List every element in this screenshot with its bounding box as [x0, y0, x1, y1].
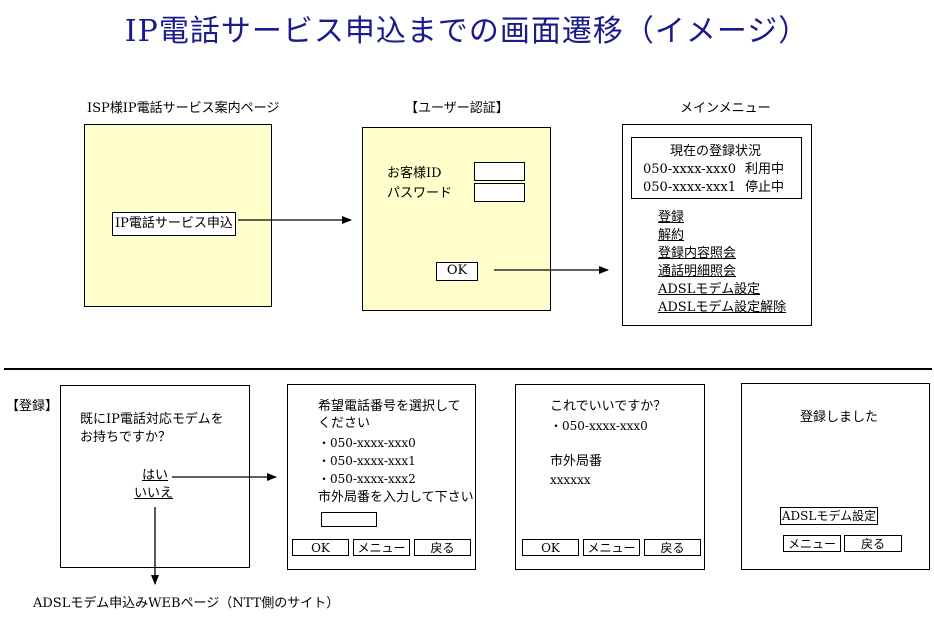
customer-id-input[interactable]	[474, 162, 525, 181]
confirm-number: ・050-xxxx-xxx0	[550, 419, 648, 433]
confirm-area-label: 市外局番	[550, 454, 603, 469]
confirm-menu-button[interactable]: メニュー	[583, 539, 640, 556]
number-option-2[interactable]: ・050-xxxx-xxx2	[318, 472, 416, 486]
status-state-0: 利用中	[745, 162, 785, 177]
number-option-1[interactable]: ・050-xxxx-xxx1	[318, 454, 416, 468]
menu-item-registration-inquiry[interactable]: 登録内容照会	[658, 246, 737, 261]
confirm-area-value: xxxxxx	[550, 473, 591, 487]
password-input[interactable]	[474, 183, 525, 202]
customer-id-label: お客様ID	[387, 166, 442, 181]
no-link[interactable]: いいえ	[134, 486, 174, 501]
menu-item-adsl-modem-setting[interactable]: ADSLモデム設定	[658, 282, 761, 297]
menu-item-register[interactable]: 登録	[658, 210, 685, 225]
registration-complete-message: 登録しました	[800, 410, 879, 425]
area-code-prompt: 市外局番を入力して下さい	[318, 490, 474, 505]
auth-caption: 【ユーザー認証】	[405, 101, 509, 116]
status-title: 現在の登録状況	[670, 144, 762, 159]
yes-link[interactable]: はい	[142, 468, 169, 483]
page-title: IP電話サービス申込までの画面遷移（イメージ）	[124, 14, 810, 49]
number-select-title-line2: ください	[318, 416, 371, 431]
status-number-1: 050-xxxx-xxx1	[643, 180, 736, 195]
adsl-modem-setting-button[interactable]: ADSLモデム設定	[780, 507, 878, 525]
password-label: パスワード	[387, 186, 453, 201]
adsl-modem-application-page-caption: ADSLモデム申込みWEBページ（NTT側のサイト）	[33, 596, 340, 611]
modem-question-line2: お持ちですか？	[80, 430, 172, 445]
confirm-title: これでいいですか？	[550, 399, 667, 414]
number-select-title-line1: 希望電話番号を選択して	[318, 399, 461, 414]
status-number-0: 050-xxxx-xxx0	[643, 162, 736, 177]
menu-item-call-detail-inquiry[interactable]: 通話明細照会	[658, 264, 737, 279]
status-box	[631, 137, 802, 199]
number-option-0[interactable]: ・050-xxxx-xxx0	[318, 436, 416, 450]
modem-question-line1: 既にIP電話対応モデムを	[80, 412, 224, 427]
complete-back-button[interactable]: 戻る	[844, 535, 902, 552]
complete-menu-button[interactable]: メニュー	[783, 535, 841, 552]
section-divider	[4, 368, 932, 370]
select-ok-button[interactable]: OK	[292, 539, 349, 556]
auth-ok-button[interactable]: OK	[436, 262, 478, 281]
confirm-ok-button[interactable]: OK	[522, 539, 579, 556]
ip-phone-apply-button[interactable]: IP電話サービス申込	[112, 212, 236, 236]
confirm-back-button[interactable]: 戻る	[644, 539, 701, 556]
isp-page-caption: ISP様IP電話サービス案内ページ	[87, 101, 280, 116]
select-menu-button[interactable]: メニュー	[353, 539, 410, 556]
menu-item-cancel[interactable]: 解約	[658, 228, 685, 243]
select-back-button[interactable]: 戻る	[414, 539, 471, 556]
area-code-input[interactable]	[321, 512, 377, 527]
main-menu-caption: メインメニュー	[680, 101, 771, 116]
status-state-1: 停止中	[745, 180, 785, 195]
registration-section-label: 【登録】	[6, 399, 59, 414]
menu-item-adsl-modem-setting-cancel[interactable]: ADSLモデム設定解除	[658, 300, 787, 315]
